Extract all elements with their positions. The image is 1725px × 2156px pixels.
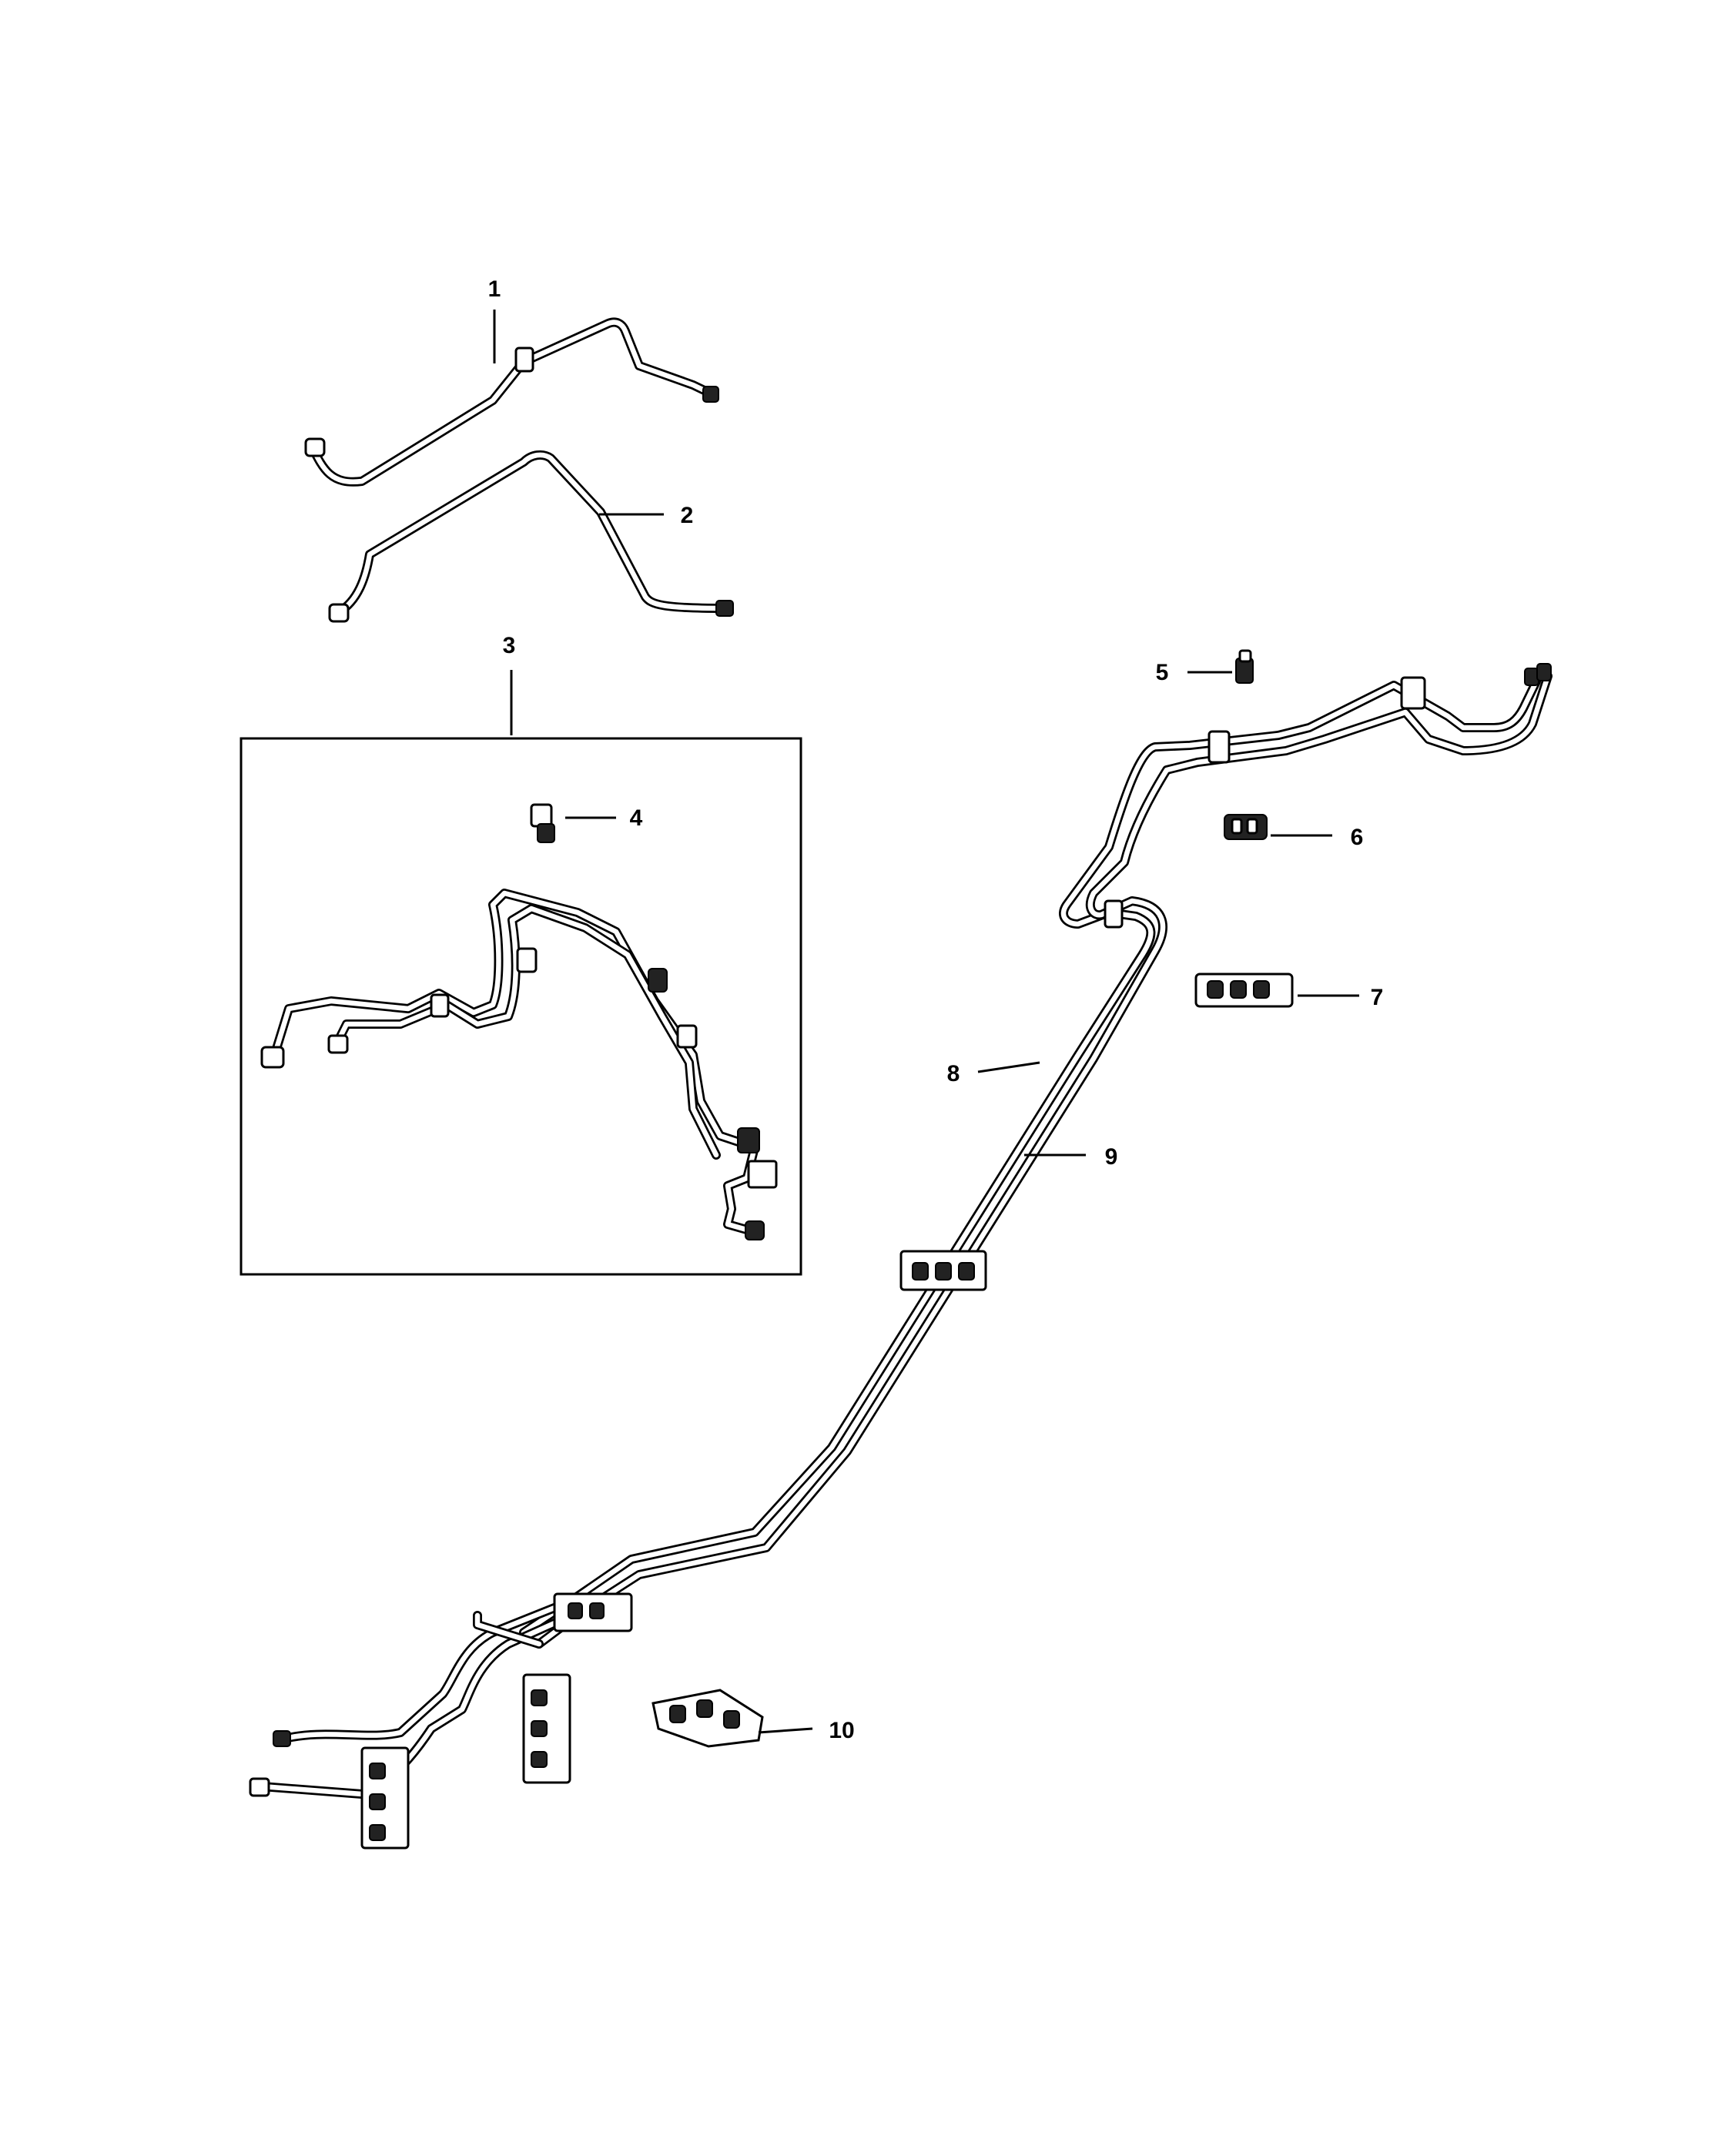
- tube-fitting: [327, 1034, 349, 1054]
- clip-hole: [369, 1763, 386, 1779]
- part-4-clip: [530, 803, 555, 843]
- clip-hole: [369, 1793, 386, 1810]
- tube-bracket: [747, 1160, 778, 1189]
- tube-clip: [1400, 676, 1426, 710]
- leader-10: [758, 1727, 813, 1734]
- callout-8: 8: [947, 1061, 960, 1086]
- clip-hole: [935, 1262, 952, 1281]
- callout-1: 1: [488, 276, 501, 302]
- tube-clip: [648, 968, 668, 993]
- tube-fitting: [328, 603, 350, 623]
- callout-2: 2: [681, 503, 694, 528]
- callout-10: 10: [829, 1718, 854, 1743]
- callout-7: 7: [1371, 985, 1384, 1010]
- tube-fitting: [1536, 663, 1552, 681]
- tube-fitting: [745, 1220, 765, 1240]
- clip-hole: [531, 1689, 548, 1706]
- part-1-tube: [304, 317, 719, 487]
- clip-hole: [369, 1824, 386, 1841]
- part-2-tube: [328, 450, 734, 623]
- tube-clip: [676, 1024, 698, 1049]
- tube-fitting: [702, 386, 719, 403]
- clip-hole: [568, 1602, 583, 1619]
- tube-clip: [1104, 899, 1124, 929]
- part-5-clip: [1235, 649, 1254, 684]
- part-10-clip-block: [651, 1689, 764, 1748]
- tube-fitting: [249, 1777, 270, 1797]
- callout-9: 9: [1105, 1144, 1118, 1170]
- tube-fitting: [273, 1730, 291, 1747]
- callout-6: 6: [1351, 825, 1364, 850]
- part-6-clip: [1224, 814, 1268, 840]
- clip-hole: [531, 1720, 548, 1737]
- tube-clip: [514, 346, 534, 373]
- kit-frame: [239, 737, 802, 1276]
- part-7-clip-block: [1194, 973, 1294, 1008]
- tube-clip: [1208, 730, 1231, 764]
- tube-clip: [430, 993, 450, 1018]
- part-8-9-tubes: [249, 663, 1552, 1850]
- callout-4: 4: [630, 805, 643, 831]
- tube-fitting: [715, 600, 734, 617]
- clip-hole: [531, 1751, 548, 1768]
- tube-clip: [516, 947, 538, 973]
- part-3-tube-assembly: [260, 889, 778, 1240]
- callout-5: 5: [1156, 660, 1169, 685]
- clip-hole: [958, 1262, 975, 1281]
- callout-3: 3: [503, 633, 516, 658]
- tube-fitting: [260, 1046, 285, 1069]
- tube-clip: [737, 1127, 760, 1153]
- tube-fitting: [304, 437, 326, 457]
- clip-hole: [912, 1262, 929, 1281]
- leader-8: [977, 1061, 1040, 1073]
- clip-hole: [589, 1602, 605, 1619]
